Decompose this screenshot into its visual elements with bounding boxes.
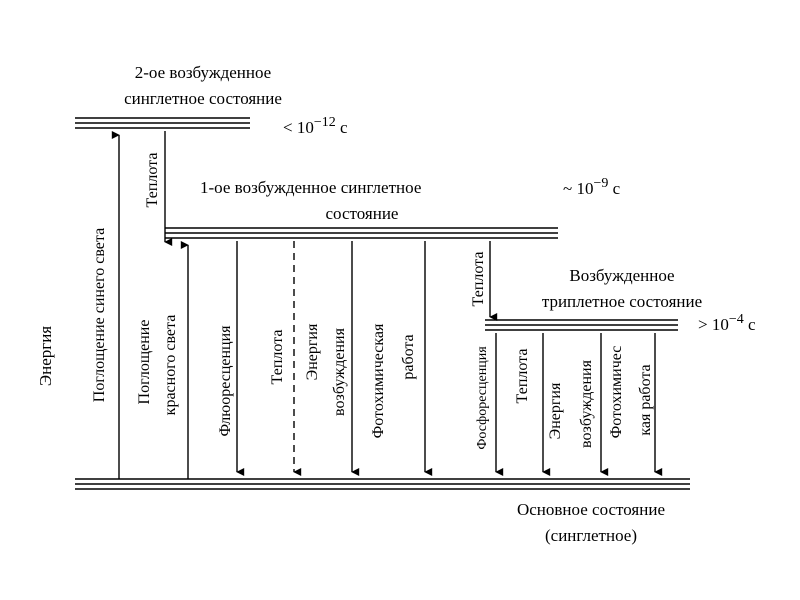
phosphorescence-label: Фосфоресценция — [475, 346, 490, 450]
heat-s1-s0-label: Теплота — [269, 330, 286, 385]
s0-title-line2: (синглетное) — [545, 526, 637, 545]
level-s1 — [165, 227, 558, 239]
excitation-energy-2-label-b: возбуждения — [578, 359, 595, 448]
level-s0 — [75, 478, 690, 490]
t1-lifetime: > 10−4 с — [698, 312, 756, 334]
s1-lifetime: ~ 10−9 с — [563, 176, 621, 198]
s1-title-line1: 1-ое возбужденное синглетное — [200, 178, 421, 197]
heat-t1-s0-label: Теплота — [514, 349, 531, 404]
s0-title-line1: Основное состояние — [517, 500, 665, 519]
red-absorption-label-2: красного света — [162, 315, 179, 416]
blue-absorption-label: Поглощение синего света — [91, 228, 108, 402]
t1-title-line1: Возбужденное — [569, 266, 674, 285]
energy-axis-label: Энергия — [36, 326, 55, 386]
excitation-energy-1-label-b: возбуждения — [331, 327, 348, 416]
fluorescence-label: Флюоресценция — [217, 325, 234, 437]
s2-lifetime: < 10−12 с — [283, 115, 348, 137]
s2-title-line2: синглетное состояние — [124, 89, 282, 108]
heat-s2-s1-label: Теплота — [144, 153, 161, 208]
red-absorption-label-1: Поглощение — [136, 320, 153, 405]
level-t1 — [485, 319, 678, 331]
excitation-energy-2-label-a: Энергия — [547, 382, 564, 439]
heat-s1-t1-label: Теплота — [470, 252, 487, 307]
s2-title-line1: 2-ое возбужденное — [135, 63, 271, 82]
photochem-2-label-a: Фотохимичес — [608, 346, 625, 439]
s1-title-line2: состояние — [326, 204, 399, 223]
excitation-energy-1-label-a: Энергия — [304, 323, 321, 380]
photochem-2-label-b: кая работа — [637, 364, 654, 435]
level-s2 — [75, 117, 250, 129]
t1-title-line2: триплетное состояние — [542, 292, 702, 311]
photochem-1-label-b: работа — [400, 334, 417, 379]
photochem-1-label-a: Фотохимическая — [370, 323, 387, 438]
